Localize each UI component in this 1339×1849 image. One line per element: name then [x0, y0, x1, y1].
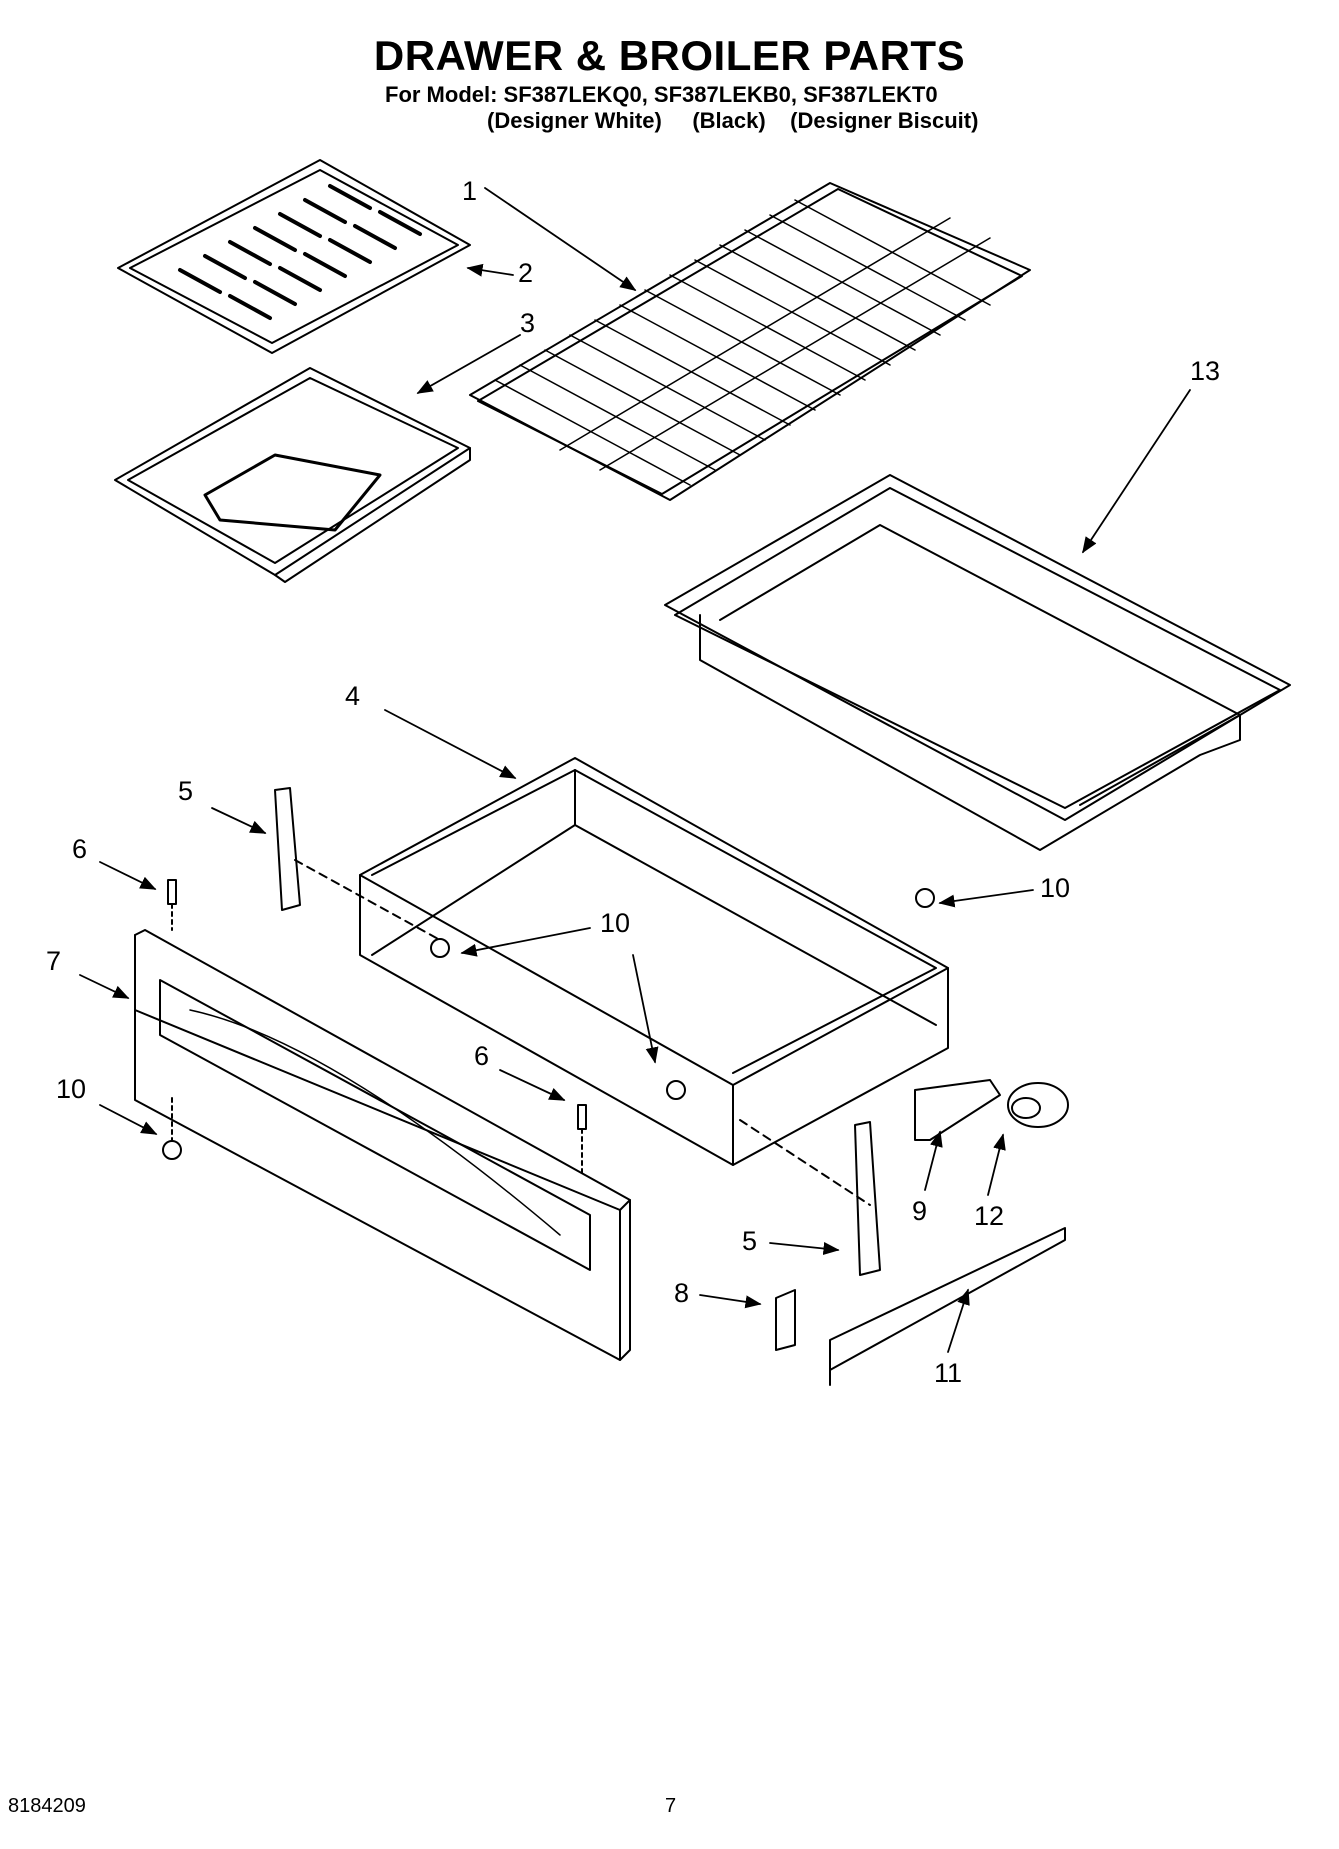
callout-arrows — [79, 187, 1191, 1353]
clip-part — [775, 1289, 796, 1351]
drawer-slide-part-right — [739, 1119, 881, 1276]
callout-5-lower: 5 — [742, 1226, 757, 1256]
document-number: 8184209 — [8, 1795, 86, 1817]
roller-part — [1007, 1082, 1069, 1128]
callout-1: 1 — [462, 176, 477, 206]
callout-6-lower: 6 — [474, 1041, 489, 1071]
color-variants-line: (Designer White) (Black) (Designer Biscu… — [487, 108, 979, 133]
callout-3: 3 — [520, 308, 535, 338]
callout-11: 11 — [934, 1358, 962, 1388]
callout-2: 2 — [518, 258, 533, 288]
broiler-grid-part — [117, 159, 471, 354]
drawer-slide-part-left — [274, 787, 441, 941]
callout-4: 4 — [345, 681, 360, 711]
page-title: DRAWER & BROILER PARTS — [373, 32, 966, 79]
model-line: For Model: SF387LEKQ0, SF387LEKB0, SF387… — [385, 82, 938, 107]
slide-rail-part — [829, 1227, 1066, 1386]
callout-6-upper: 6 — [72, 834, 87, 864]
drawer-body-part — [359, 757, 949, 1166]
callout-7: 7 — [46, 946, 61, 976]
drawer-front-panel-part — [134, 929, 631, 1361]
bracket-part — [914, 1079, 1001, 1141]
drawer-liner-part — [664, 474, 1291, 851]
callout-5-upper: 5 — [178, 776, 193, 806]
callout-10-right: 10 — [1040, 873, 1070, 903]
page-header: DRAWER & BROILER PARTS — [0, 32, 1339, 80]
callout-9: 9 — [912, 1196, 927, 1226]
callout-labels: 1 2 3 13 4 5 6 7 10 10 10 10 6 5 8 9 12 … — [46, 176, 1220, 1388]
oven-rack-part — [469, 182, 1031, 501]
callout-8: 8 — [674, 1278, 689, 1308]
page-number: 7 — [665, 1795, 677, 1817]
callout-13: 13 — [1190, 356, 1220, 386]
broiler-pan-part — [114, 367, 471, 583]
screw-parts — [162, 879, 935, 1176]
callout-12: 12 — [974, 1201, 1004, 1231]
callout-10-left: 10 — [56, 1074, 86, 1104]
callout-10-center: 10 — [600, 908, 630, 938]
